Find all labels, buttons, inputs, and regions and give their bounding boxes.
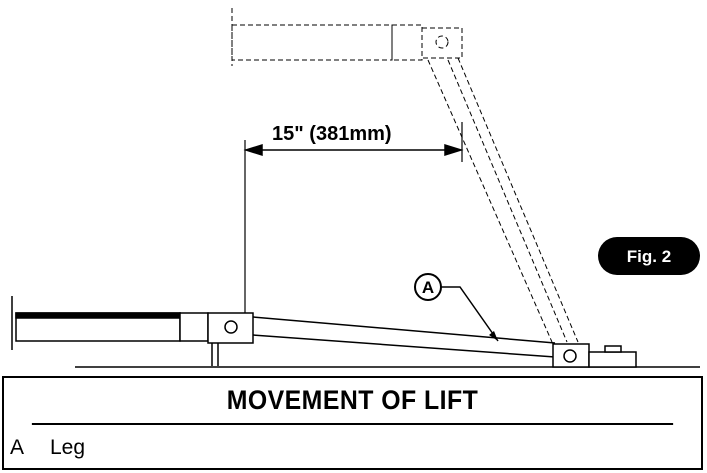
- raised-position-outline: [231, 8, 579, 343]
- dimension-label: 15" (381mm): [272, 123, 392, 145]
- legend-letter: A: [10, 435, 25, 459]
- legend-text: Leg: [50, 435, 86, 459]
- leg-a: [252, 316, 556, 358]
- dimension-line: [243, 143, 464, 157]
- figure-badge-label: Fig. 2: [627, 247, 671, 266]
- lift-movement-diagram: 15" (381mm) A Fig. 2: [11, 8, 700, 368]
- caption-box: MOVEMENT OF LIFT A Leg: [2, 376, 703, 470]
- callout-letter: A: [422, 278, 434, 297]
- callout-a: A: [414, 273, 499, 342]
- figure-badge: Fig. 2: [598, 237, 700, 275]
- legend-item: A Leg: [4, 425, 701, 470]
- base-bracket: [552, 343, 637, 368]
- dimension-extension-lines: [244, 122, 463, 315]
- caption-title: MOVEMENT OF LIFT: [31, 378, 674, 425]
- lift-platform: [11, 296, 254, 366]
